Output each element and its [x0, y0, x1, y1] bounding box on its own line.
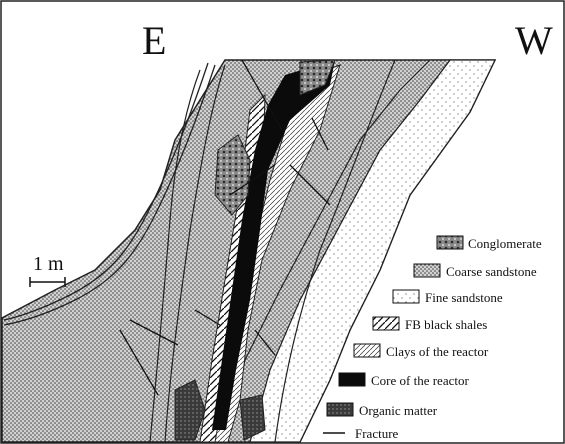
legend-swatch-conglomerate	[437, 236, 463, 249]
legend-swatch-coarse-sandstone	[414, 264, 440, 277]
legend-label-clays-of-reactor: Clays of the reactor	[386, 344, 489, 359]
legend-label-conglomerate: Conglomerate	[468, 236, 542, 251]
legend-label-fine-sandstone: Fine sandstone	[425, 290, 503, 305]
legend-swatch-clays-of-reactor	[354, 344, 380, 357]
legend-label-core-of-reactor: Core of the reactor	[371, 373, 469, 388]
legend-swatch-organic-matter	[327, 403, 353, 416]
legend-label-organic-matter: Organic matter	[359, 403, 438, 418]
legend-label-fracture: Fracture	[355, 426, 399, 441]
legend-swatch-core-of-reactor	[339, 373, 365, 386]
legend-label-fb-black-shales: FB black shales	[405, 317, 487, 332]
legend-label-coarse-sandstone: Coarse sandstone	[446, 264, 537, 279]
legend-swatch-fine-sandstone	[393, 290, 419, 303]
east-label: E	[142, 18, 166, 63]
west-label: W	[515, 18, 553, 63]
scale-label: 1 m	[33, 253, 64, 275]
legend-swatch-fb-black-shales	[373, 317, 399, 330]
scale-bar: 1 m	[30, 253, 65, 287]
